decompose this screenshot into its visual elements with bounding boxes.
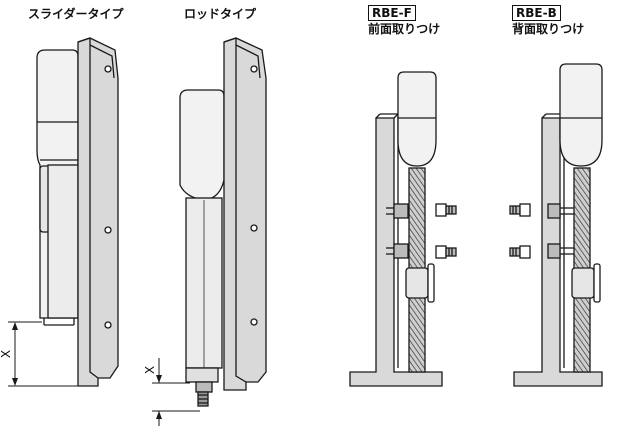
bracket-hole	[250, 65, 258, 73]
dimension-x-label-slider: X	[0, 349, 14, 359]
rod-dimension-x	[152, 358, 200, 426]
bracket-hole	[104, 65, 112, 73]
rbe-b-motor	[559, 63, 603, 167]
label-slider-type: スライダータイプ	[28, 7, 124, 21]
bolt-icon	[509, 203, 531, 217]
rbe-f-figure	[349, 71, 457, 387]
bracket-hole	[104, 321, 112, 329]
slider-dimension-x	[8, 321, 78, 387]
rod-actuator-motor	[179, 89, 225, 201]
rod-mounting-bracket	[223, 37, 267, 391]
bracket-hole	[104, 226, 112, 234]
rod-end	[195, 381, 213, 393]
slider-type-figure	[36, 37, 119, 387]
bolt-icon	[435, 245, 457, 259]
bolt-icon	[435, 203, 457, 217]
label-rbe-f-code: RBE-F	[368, 5, 416, 21]
dimension-x-label-rod: X	[143, 365, 158, 375]
bracket-hole	[250, 224, 258, 232]
label-rbe-f-caption: 前面取りつけ	[368, 22, 441, 36]
label-rbe-b-caption: 背面取りつけ	[512, 22, 585, 36]
label-rod-type: ロッドタイプ	[184, 7, 257, 21]
rbe-f-base-bracket	[349, 117, 443, 387]
rbe-b-nut-block	[571, 267, 595, 299]
label-rbe-b-code: RBE-B	[512, 5, 561, 21]
bracket-hole	[250, 318, 258, 326]
rbe-b-figure	[509, 63, 603, 387]
rod-type-figure	[179, 37, 267, 407]
rbe-f-motor	[397, 71, 437, 167]
slider-mounting-bracket	[77, 37, 119, 387]
bolt-icon	[509, 245, 531, 259]
rbe-f-nut-block	[405, 267, 429, 299]
